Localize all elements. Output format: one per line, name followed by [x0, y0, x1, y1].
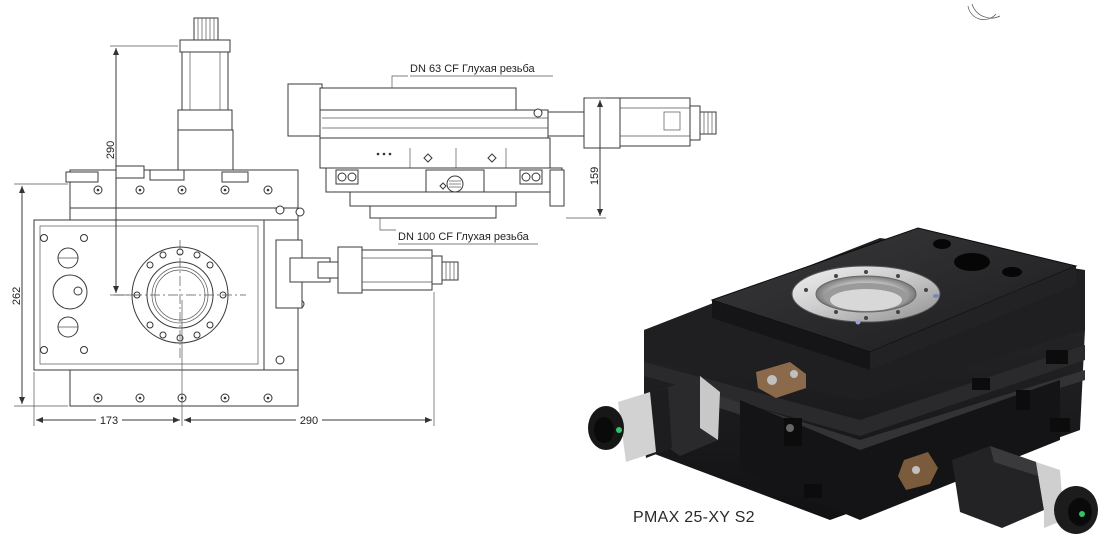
top-flange-callout-label: DN 63 CF Глухая резьба	[410, 63, 536, 75]
dim-262-label: 262	[11, 287, 23, 305]
render-left-motor	[588, 376, 720, 462]
render-right-motor	[952, 446, 1098, 534]
dim-159-label: 159	[589, 167, 601, 185]
side-motor	[275, 239, 459, 309]
side-view: DN 63 CF Глухая резьба DN 100 CF Глухая …	[287, 63, 717, 245]
dim-290-horizontal-label: 290	[300, 415, 318, 427]
top-flange-callout: DN 63 CF Глухая резьба	[391, 63, 553, 88]
product-render	[588, 227, 1098, 534]
product-name: PMAX 25-XY S2	[633, 509, 755, 526]
top-bolts-row	[93, 185, 273, 195]
bottom-flange-callout: DN 100 CF Глухая резьба	[379, 218, 538, 245]
dim-290-vertical: 290	[105, 45, 178, 296]
corner-arc	[967, 5, 997, 20]
dim-290-vertical-label: 290	[105, 141, 117, 159]
top-view: 290 262 173 290	[11, 17, 459, 427]
dim-159: 159	[566, 97, 606, 219]
dim-horizontal: 173 290	[33, 292, 435, 427]
dim-173-label: 173	[100, 415, 118, 427]
dim-262: 262	[11, 183, 68, 407]
bottom-flange-callout-label: DN 100 CF Глухая резьба	[398, 231, 530, 243]
top-motor	[177, 17, 234, 171]
